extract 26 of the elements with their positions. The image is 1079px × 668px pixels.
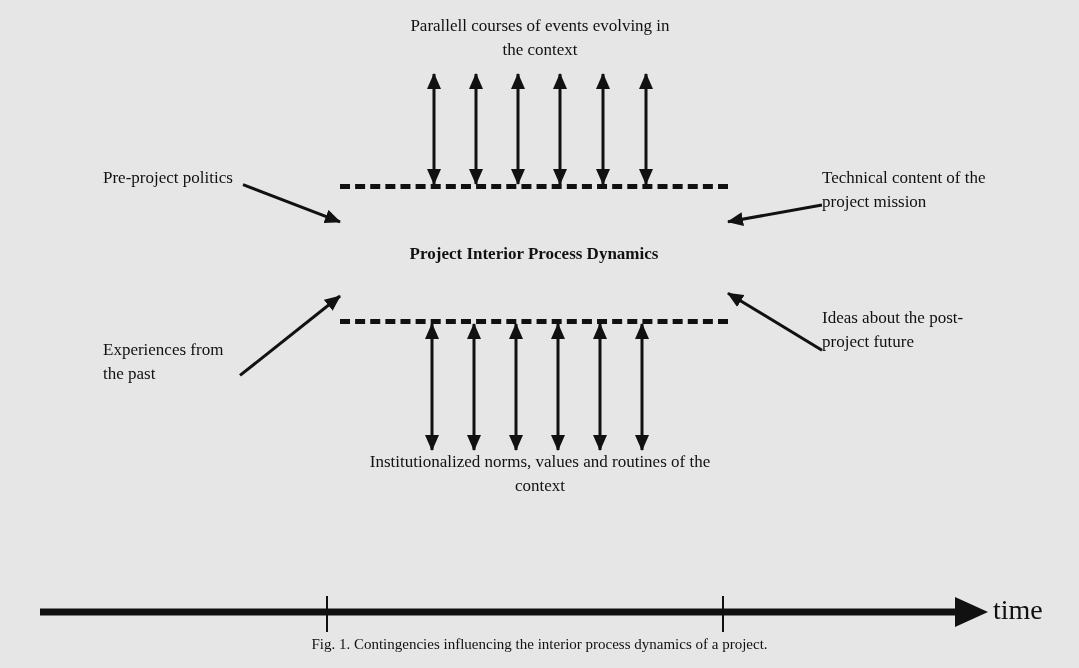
arrow xyxy=(635,323,649,451)
arrow xyxy=(467,323,481,451)
arrow xyxy=(239,294,341,377)
arrow xyxy=(242,183,341,224)
arrow xyxy=(639,73,653,185)
arrow xyxy=(593,323,607,451)
arrow xyxy=(511,73,525,185)
node-text: Technical content of the project mission xyxy=(822,167,987,213)
arrow xyxy=(551,323,565,451)
node-text: Experiences from the past xyxy=(103,339,225,385)
caption: Fig. 1. Contingencies influencing the interior process dynamics of a project. xyxy=(310,636,769,653)
axis-label: time xyxy=(993,594,1043,626)
node-text: Institutionalized norms, values and routines of the context xyxy=(368,451,712,497)
arrow xyxy=(469,73,483,185)
node-text: Ideas about the post-project future xyxy=(822,307,965,353)
node-text: Pre-project politics xyxy=(103,167,234,189)
arrow xyxy=(596,73,610,185)
band-title: Project Interior Process Dynamics xyxy=(409,243,659,265)
arrow xyxy=(727,291,823,352)
arrow xyxy=(553,73,567,185)
process-band xyxy=(340,184,728,324)
arrow xyxy=(427,73,441,185)
arrow xyxy=(727,203,823,227)
node-text: Parallell courses of events evolving in the context xyxy=(409,15,671,61)
arrow xyxy=(509,323,523,451)
arrow xyxy=(425,323,439,451)
